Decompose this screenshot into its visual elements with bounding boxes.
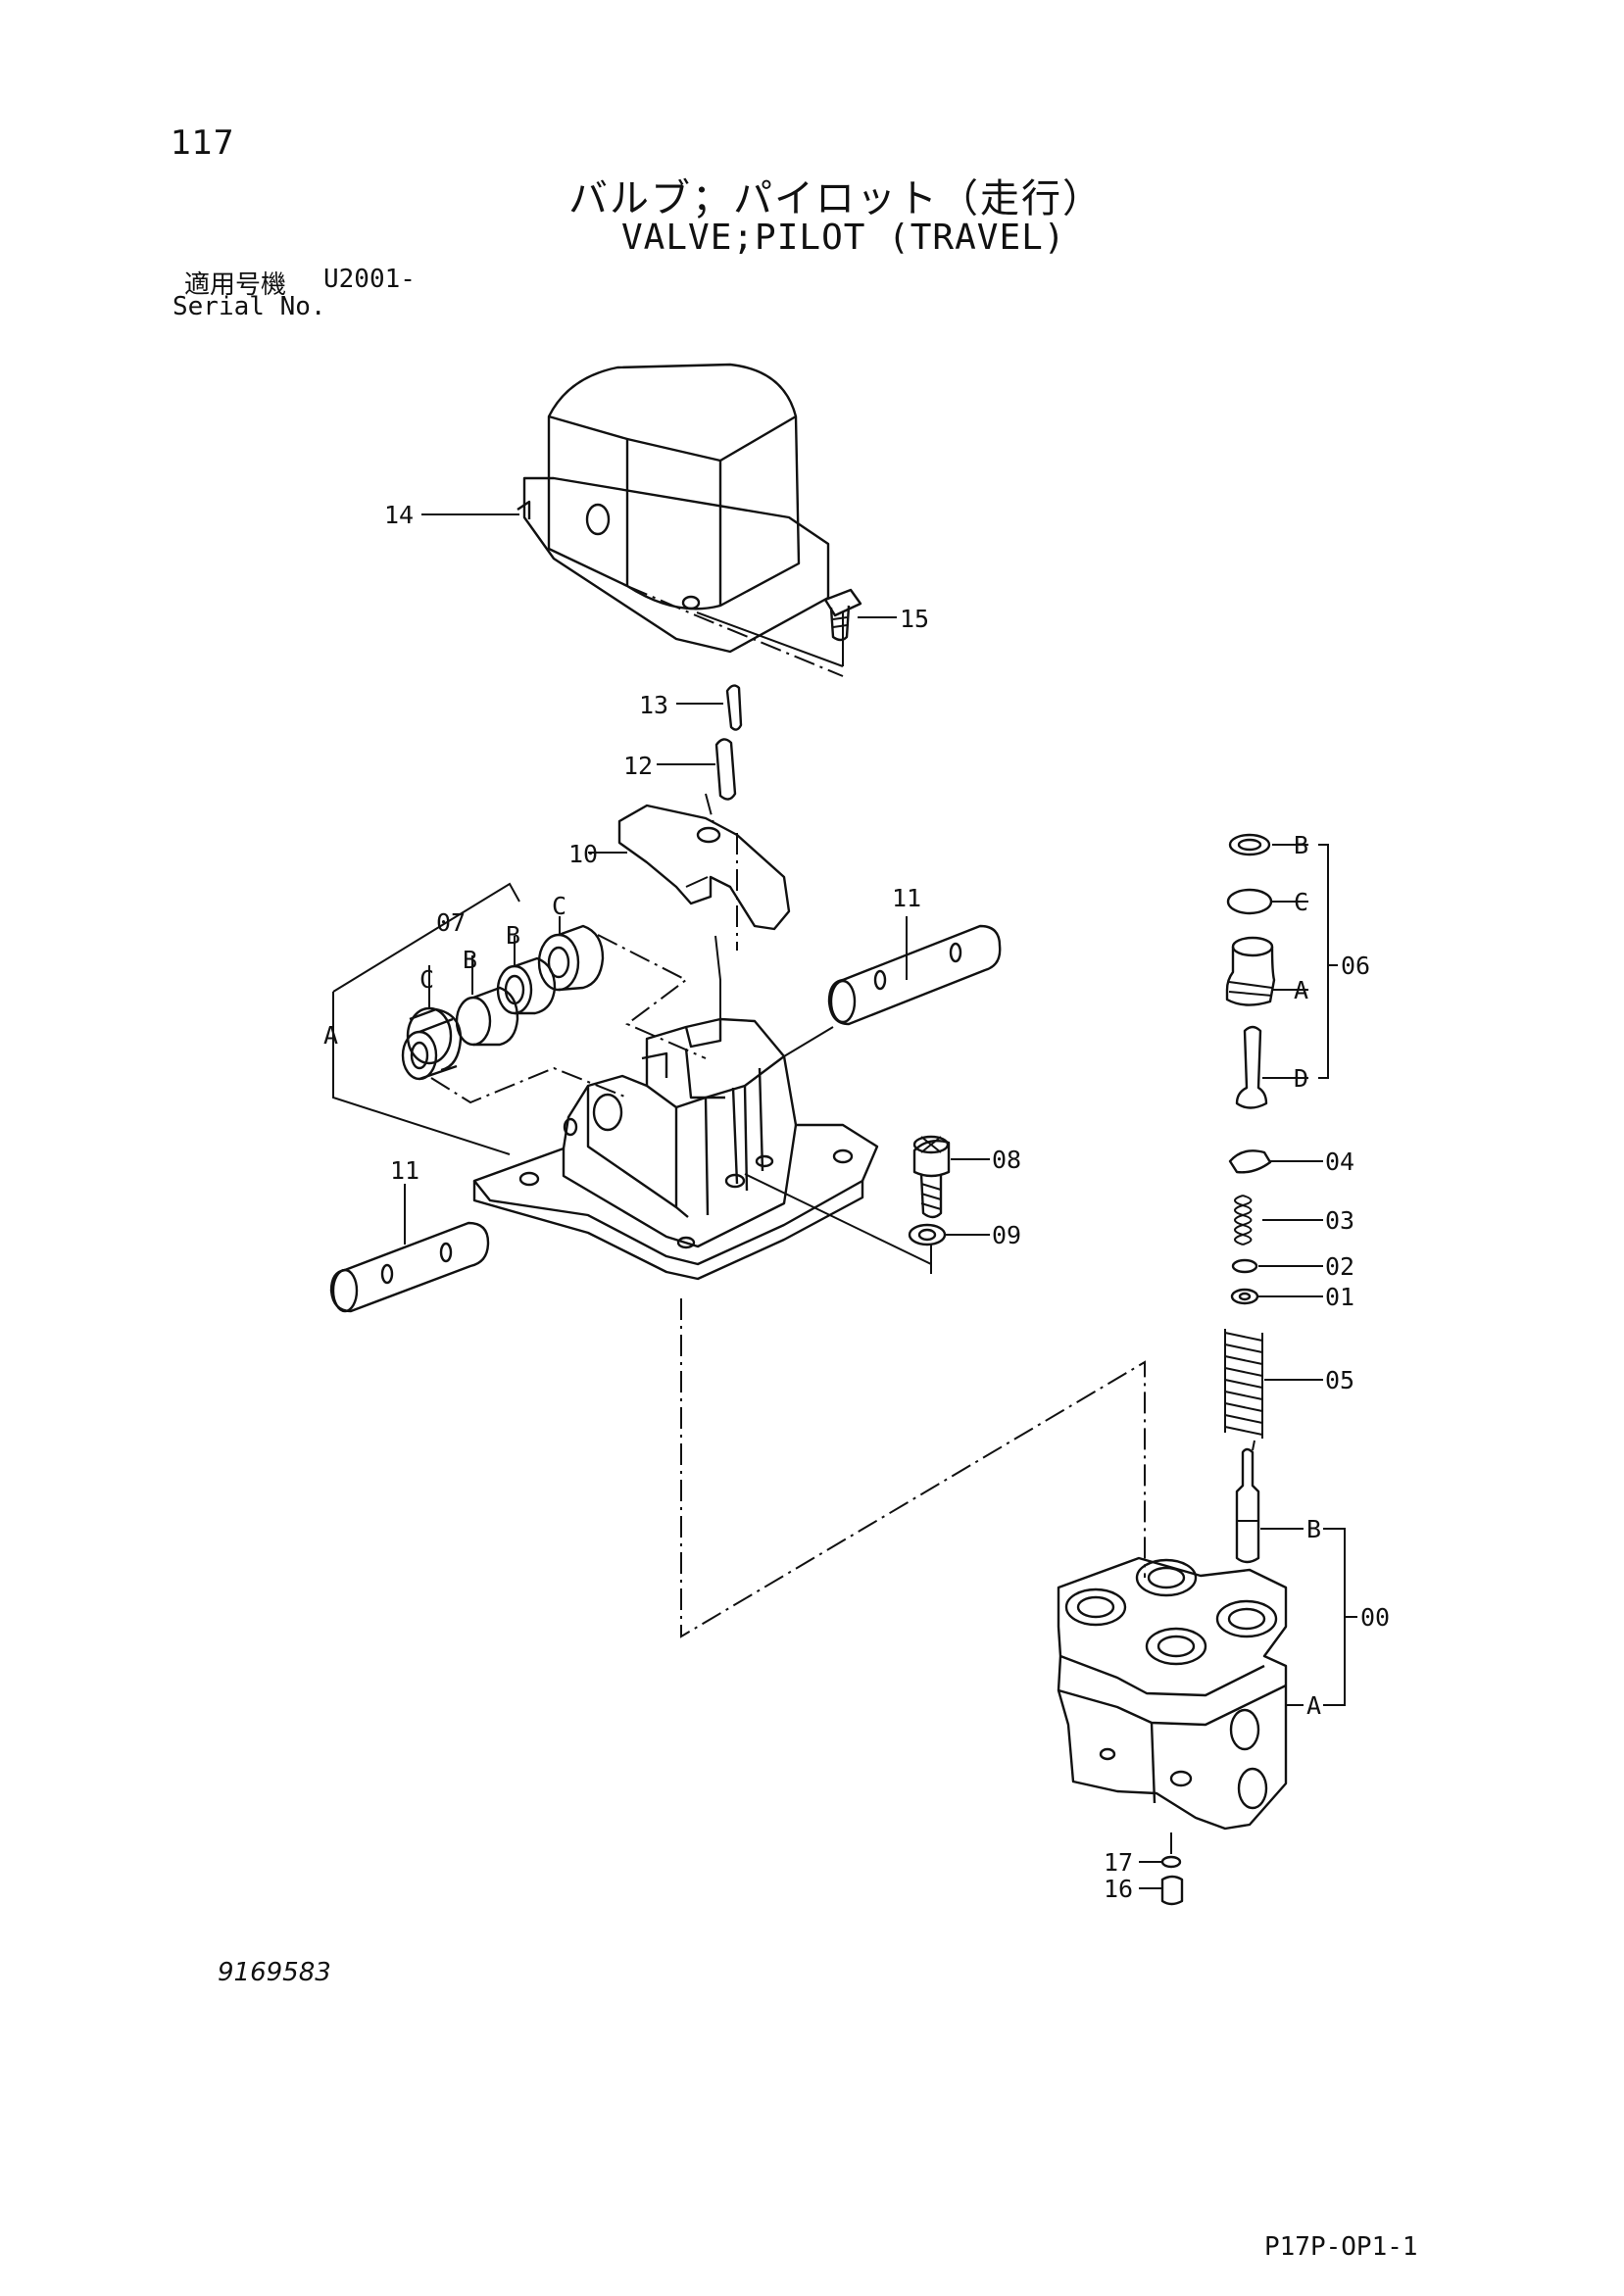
- drawing-number: 9169583: [218, 1958, 331, 1987]
- callout-09: 09: [992, 1221, 1021, 1249]
- part-03-spring: [1234, 1195, 1253, 1246]
- part-housing: [472, 1017, 879, 1281]
- title-japanese: バルブ；パイロット（走行）: [568, 176, 1104, 221]
- callout-04: 04: [1325, 1148, 1354, 1176]
- sheet-code: P17P-OP1-1: [1264, 2232, 1418, 2262]
- callout-07-a: A: [323, 1021, 338, 1050]
- callout-12: 12: [623, 752, 653, 780]
- callout-06-a: A: [1294, 976, 1308, 1004]
- callout-17: 17: [1104, 1848, 1133, 1877]
- callout-06-c: C: [1294, 888, 1308, 916]
- leader-lines: [332, 513, 1357, 1889]
- part-10-cam: [617, 804, 791, 931]
- callout-11-right: 11: [892, 884, 921, 912]
- serial-label-japanese: 適用号機: [184, 270, 287, 300]
- callout-15: 15: [900, 605, 929, 633]
- serial-value: U2001-: [323, 265, 416, 294]
- part-05-spring: [1224, 1329, 1263, 1439]
- part-06-assembly: [1225, 833, 1276, 1109]
- part-07-bushings: [401, 924, 605, 1081]
- callout-06: 06: [1341, 952, 1370, 980]
- assembly-lines: [430, 585, 1255, 1857]
- part-00-spool: [1235, 1447, 1260, 1564]
- part-01-washer: [1230, 1288, 1259, 1305]
- part-08-plug: [912, 1135, 951, 1219]
- part-11-pin-right: [827, 924, 1002, 1026]
- callout-07-c2: C: [552, 892, 566, 920]
- callout-02: 02: [1325, 1252, 1354, 1281]
- callout-00-a: A: [1306, 1691, 1321, 1720]
- callout-06-b: B: [1294, 831, 1308, 859]
- callout-07-b1: B: [463, 946, 477, 974]
- callout-03: 03: [1325, 1206, 1354, 1235]
- callout-00-b: B: [1306, 1515, 1321, 1543]
- callout-01: 01: [1325, 1283, 1354, 1311]
- callout-06-d: D: [1294, 1064, 1308, 1093]
- callout-07: 07: [436, 908, 466, 937]
- part-11-pin-left: [329, 1221, 490, 1313]
- part-14-cover: [517, 363, 830, 654]
- page-number: 117: [171, 123, 234, 163]
- callout-labels: 14 15 13 12 10 11 11 07 C B B C A 08 09 …: [323, 501, 1390, 1903]
- part-04-seat: [1228, 1149, 1272, 1174]
- callout-10: 10: [568, 840, 598, 868]
- callout-07-c1: C: [419, 965, 434, 994]
- callout-08: 08: [992, 1146, 1021, 1174]
- part-00-valve-body: [1057, 1556, 1288, 1831]
- callout-05: 05: [1325, 1366, 1354, 1394]
- part-13-pin: [725, 684, 743, 731]
- callout-16: 16: [1104, 1875, 1133, 1903]
- callout-11-left: 11: [390, 1156, 419, 1185]
- part-12-pin: [714, 738, 737, 801]
- part-15-bolt: [823, 588, 862, 642]
- serial-label-english: Serial No.: [172, 292, 326, 321]
- callout-14: 14: [384, 501, 414, 529]
- callout-00: 00: [1360, 1603, 1390, 1632]
- callout-13: 13: [639, 691, 668, 719]
- part-17-o-ring: [1160, 1855, 1182, 1869]
- title-english: VALVE;PILOT (TRAVEL): [621, 218, 1066, 258]
- callout-07-b2: B: [506, 921, 520, 950]
- part-09-washer: [908, 1223, 947, 1246]
- part-16-plug: [1160, 1875, 1184, 1906]
- part-02-washer: [1231, 1258, 1258, 1274]
